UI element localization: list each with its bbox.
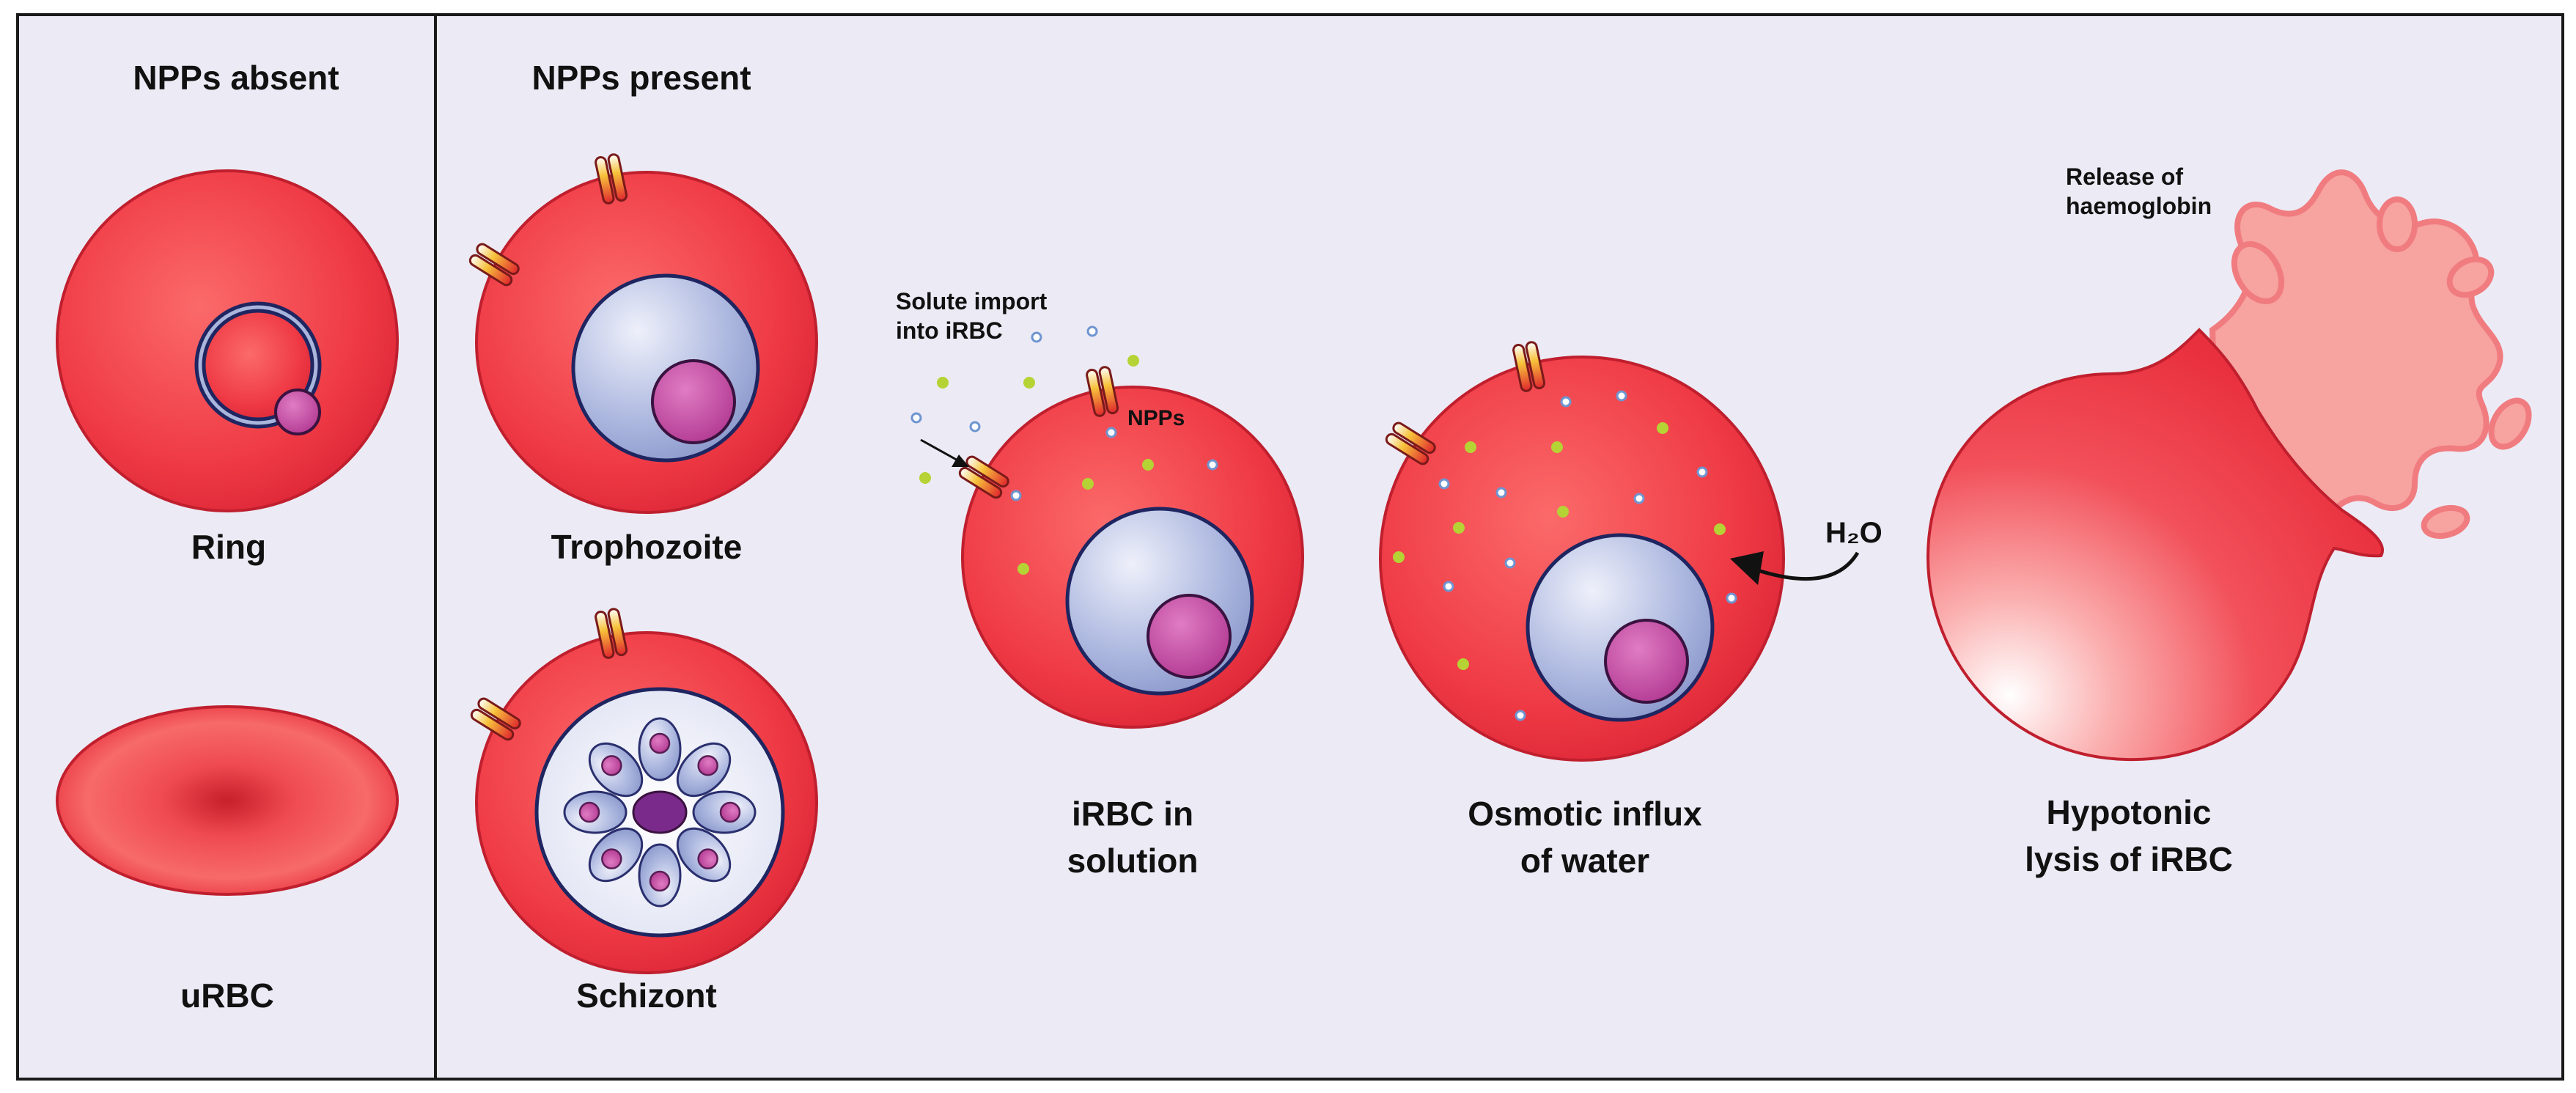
label-osmotic-influx-line1: Osmotic influx xyxy=(1468,795,1702,833)
label-irbc-in-solution-line2: solution xyxy=(1067,842,1199,880)
solute-particles xyxy=(1393,390,1737,721)
water-influx-arrow-icon xyxy=(1757,551,1860,581)
arrowhead-icon xyxy=(952,455,969,467)
irbc-in-solution-cell xyxy=(910,325,1304,729)
trophozoite-cell xyxy=(467,152,818,514)
label-schizont: Schizont xyxy=(576,976,717,1015)
urbc-cell xyxy=(56,705,399,896)
annotation-solute-line1: Solute import xyxy=(896,288,1048,314)
ring-stage-cell xyxy=(56,169,399,512)
panel-title-npps-present: NPPs present xyxy=(531,59,751,97)
arrowhead-icon xyxy=(1730,551,1764,585)
annotation-solute-line2: into iRBC xyxy=(896,317,1003,344)
label-osmotic-influx-line2: of water xyxy=(1520,842,1649,880)
annotation-water: H₂O xyxy=(1825,517,1883,549)
lysed-irbc-cell xyxy=(1926,328,2384,762)
lysis-haemoglobin-cloud xyxy=(2209,169,2532,540)
label-hypotonic-lysis-line1: Hypotonic xyxy=(2047,793,2212,831)
schizont-cell xyxy=(468,606,818,974)
annotation-release-line1: Release of xyxy=(2066,163,2183,190)
annotation-release-line2: haemoglobin xyxy=(2066,193,2212,219)
solute-import-arrow-icon xyxy=(920,438,961,463)
osmotic-influx-cell xyxy=(1379,339,1860,762)
annotation-npps: NPPs xyxy=(1127,406,1185,430)
label-hypotonic-lysis-line2: lysis of iRBC xyxy=(2025,840,2233,878)
solute-particles xyxy=(910,325,1218,575)
label-ring: Ring xyxy=(191,528,266,566)
label-urbc: uRBC xyxy=(180,976,274,1015)
label-irbc-in-solution-line1: iRBC in xyxy=(1072,795,1193,833)
panel-title-npps-absent: NPPs absent xyxy=(133,59,339,97)
label-trophozoite: Trophozoite xyxy=(551,528,743,566)
